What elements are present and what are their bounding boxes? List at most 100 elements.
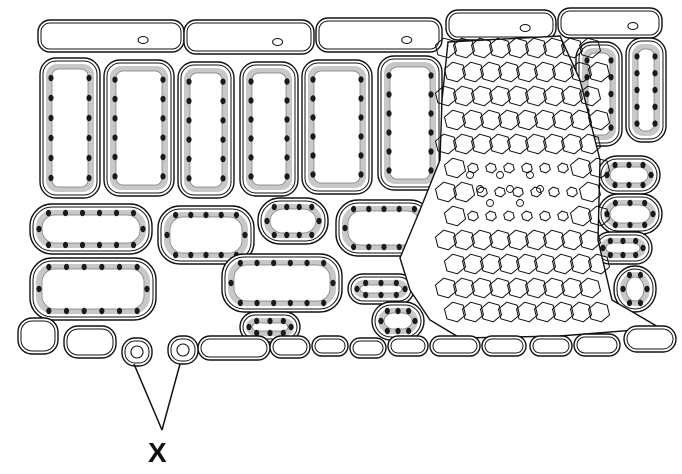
chloroplast [358, 95, 363, 101]
chloroplast [46, 242, 51, 248]
chloroplast [284, 154, 289, 160]
chloroplast [281, 330, 286, 336]
chloroplast [117, 264, 122, 270]
chloroplast [164, 232, 169, 238]
guard-cells [122, 336, 198, 366]
chloroplast [612, 182, 617, 188]
chloroplast [378, 292, 383, 298]
chloroplast [48, 135, 53, 141]
chloroplast [584, 57, 589, 63]
chloroplast [310, 95, 315, 101]
lower-epidermis-cell [624, 326, 676, 352]
chloroplast [395, 308, 400, 314]
upper-epidermis-cell [184, 20, 314, 54]
chloroplast [220, 98, 225, 104]
chloroplast [613, 222, 618, 228]
spongy-mesophyll-cell [30, 204, 152, 254]
chloroplast [36, 286, 41, 292]
cell-nucleus [402, 37, 412, 44]
chloroplast [284, 116, 289, 122]
chloroplast [608, 252, 613, 258]
pointer-line-right [162, 364, 180, 430]
palisade-cell [240, 62, 298, 196]
chloroplast [386, 72, 391, 78]
chloroplast [634, 120, 639, 126]
palisade-cell [378, 56, 442, 190]
cell-nucleus [273, 39, 283, 46]
chloroplast [608, 124, 613, 130]
chloroplast [406, 308, 411, 314]
chloroplast [385, 328, 390, 334]
chloroplast [627, 200, 632, 206]
chloroplast [46, 210, 51, 216]
chloroplast [86, 175, 91, 181]
chloroplast [271, 300, 276, 306]
chloroplast [412, 318, 417, 324]
chloroplast [428, 167, 433, 173]
chloroplast [86, 115, 91, 121]
spongy-mesophyll-cell [222, 254, 342, 312]
chloroplast [652, 120, 657, 126]
chloroplast [608, 108, 613, 114]
chloroplast [428, 129, 433, 135]
chloroplast [358, 76, 363, 82]
chloroplast [135, 264, 140, 270]
chloroplast [633, 238, 638, 244]
chloroplast [642, 222, 647, 228]
chloroplast [97, 210, 102, 216]
chloroplast [358, 133, 363, 139]
chloroplast [284, 232, 289, 238]
chloroplast [160, 96, 165, 102]
chloroplast [135, 308, 140, 314]
chloroplast [640, 182, 645, 188]
upper-epidermis-cell [38, 20, 184, 52]
chloroplast [310, 171, 315, 177]
chloroplast [281, 318, 286, 324]
chloroplast [351, 206, 356, 212]
chloroplast [188, 252, 193, 258]
chloroplast [378, 280, 383, 286]
chloroplast [284, 204, 289, 210]
chloroplast [186, 175, 191, 181]
guard-cell [122, 338, 152, 366]
palisade-cell [40, 58, 100, 198]
chloroplast [342, 225, 347, 231]
chloroplast [284, 97, 289, 103]
chloroplast [99, 308, 104, 314]
chloroplast [652, 87, 657, 93]
chloroplast [112, 115, 117, 121]
chloroplast [351, 244, 356, 250]
lower-epidermis-cell [270, 336, 310, 358]
chloroplast [203, 212, 208, 218]
chloroplast [638, 272, 643, 278]
cell-nucleus [138, 37, 148, 44]
chloroplast [284, 173, 289, 179]
guard-cell-pore [177, 344, 189, 356]
upper-epidermis [38, 8, 662, 54]
chloroplast [309, 232, 314, 238]
chloroplast [297, 204, 302, 210]
chloroplast [48, 75, 53, 81]
chloroplast [48, 155, 53, 161]
chloroplast [288, 324, 293, 330]
chloroplast [288, 260, 293, 266]
chloroplast [608, 238, 613, 244]
cell-nucleus [520, 25, 530, 32]
palisade-cell [104, 60, 174, 196]
lower-epidermis-cell [350, 338, 386, 358]
chloroplast [186, 98, 191, 104]
chloroplast [363, 280, 368, 286]
chloroplast [386, 129, 391, 135]
chloroplast [117, 308, 122, 314]
chloroplast [608, 91, 613, 97]
chloroplast [46, 264, 51, 270]
chloroplast [144, 286, 149, 292]
chloroplast [304, 300, 309, 306]
chloroplast [652, 53, 657, 59]
chloroplast [254, 300, 259, 306]
chloroplast [248, 154, 253, 160]
chloroplast [114, 210, 119, 216]
lower-epidermis-cell [482, 336, 526, 356]
chloroplast [385, 308, 390, 314]
chloroplast [642, 200, 647, 206]
